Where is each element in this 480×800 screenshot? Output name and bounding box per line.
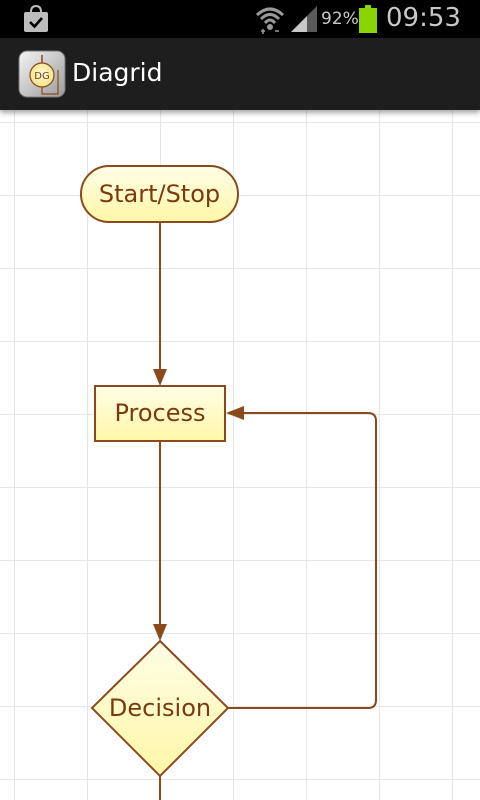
status-bar: 92% 09:53 [0, 0, 480, 38]
flowchart: Start/Stop Process Decision [80, 165, 377, 800]
wifi-icon [255, 7, 285, 34]
app-title: Diagrid [72, 58, 163, 87]
clock: 09:53 [386, 3, 461, 33]
node-process[interactable]: Process [94, 385, 226, 442]
node-start-stop-label: Start/Stop [99, 180, 220, 208]
connector-process-to-decision[interactable] [153, 441, 167, 641]
shopping-bag-check-icon [24, 4, 48, 32]
app-icon-label: DG [34, 71, 49, 82]
connector-decision-to-process[interactable] [226, 406, 377, 709]
node-process-label: Process [114, 399, 205, 427]
node-decision-label: Decision [109, 694, 211, 722]
battery-percent: 92% [321, 9, 359, 29]
signal-icon [291, 6, 317, 32]
node-start-stop[interactable]: Start/Stop [80, 165, 239, 223]
battery-icon [359, 5, 377, 33]
connector-start-to-process[interactable] [153, 223, 167, 386]
diagram-canvas[interactable]: Start/Stop Process Decision [0, 110, 480, 800]
action-bar: DG Diagrid [0, 38, 480, 110]
node-decision[interactable]: Decision [90, 639, 230, 778]
app-logo-icon[interactable]: DG [18, 50, 66, 98]
